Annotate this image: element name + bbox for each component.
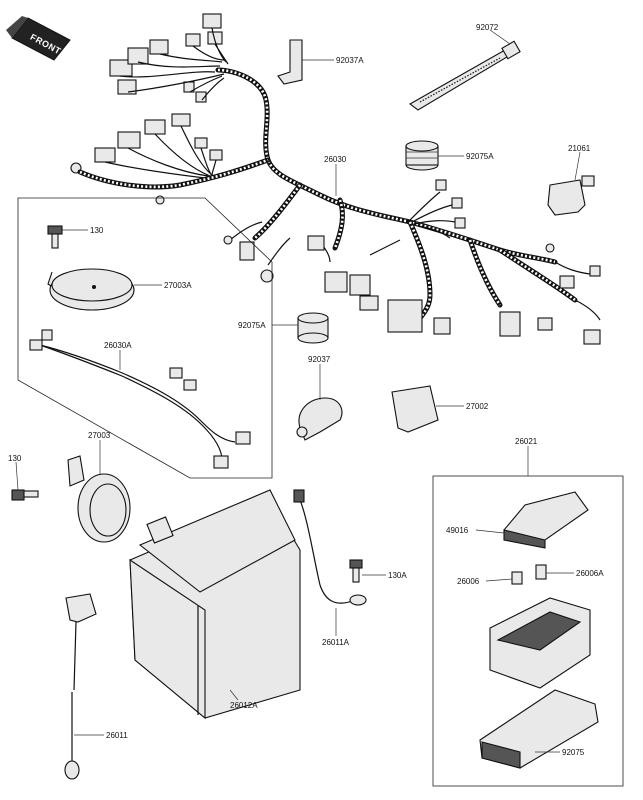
clamp-92037 [296,397,343,441]
battery-cable-26011A [293,489,367,606]
callout-label-92037A: 92037A [336,56,364,65]
fuse-box-26021 [489,597,591,689]
callout-26021: 26021 [515,437,538,476]
callout-26006A: 26006A [546,569,604,578]
callout-92075A-mid: 92075A [238,321,298,330]
connector-cluster-right [223,179,601,345]
callout-label-49016: 49016 [446,526,469,535]
callout-label-27003A: 27003A [164,281,192,290]
callout-label-26011: 26011 [106,731,128,740]
callout-49016: 49016 [446,526,505,535]
bolt-130-left [11,489,39,501]
grommet-92075A-top [405,140,439,171]
callout-label-27002: 27002 [466,402,489,411]
callout-26030: 26030 [324,155,347,196]
callout-label-130-left: 130 [8,454,22,463]
callout-27003A: 27003A [134,281,192,290]
callout-label-26030A: 26030A [104,341,132,350]
callout-label-27003: 27003 [88,431,111,440]
callout-26012A: 26012A [229,689,258,710]
horn-kit-frame [17,197,273,479]
horn-27003A [47,268,135,311]
grommet-92075A-mid [297,312,329,344]
callout-26011: 26011 [74,731,128,740]
callout-26030A: 26030A [104,341,132,370]
callout-130-left: 130 [8,454,22,491]
callout-label-26030: 26030 [324,155,347,164]
connector-cluster-top [109,13,229,103]
bolt-130A [349,559,363,583]
callout-label-92075A-mid: 92075A [238,321,266,330]
callout-label-26006: 26006 [457,577,480,586]
bolt-130-top [47,225,63,249]
callout-26011A: 26011A [322,608,350,647]
callout-label-130A: 130A [388,571,407,580]
callout-label-92075A-top: 92075A [466,152,494,161]
callout-92037: 92037 [308,355,331,400]
callout-label-21061: 21061 [568,144,591,153]
connector-cluster-middle [70,113,223,205]
callout-21061: 21061 [568,144,591,181]
callout-92075: 92075 [535,748,585,757]
relay-21061 [547,175,595,216]
main-wiring-harness [70,13,601,345]
callout-92037A: 92037A [302,56,364,65]
callout-27003: 27003 [88,431,111,474]
callout-130-top: 130 [62,226,104,235]
callout-92072: 92072 [476,23,511,45]
callout-label-130-top: 130 [90,226,104,235]
callout-label-26006A: 26006A [576,569,604,578]
fuse-26006 [511,571,523,585]
callout-27002: 27002 [436,402,489,411]
cable-tie-92072 [408,40,521,111]
front-direction-badge: FRONT [6,16,71,61]
callout-130A: 130A [362,571,407,580]
callout-92075A-top: 92075A [438,152,494,161]
fuse-26006A [535,564,547,580]
horn-27003 [67,455,131,543]
sub-harness-26030A [29,329,251,469]
fuse-box-cover-49016 [503,491,589,549]
battery-cable-26011 [64,593,97,780]
callout-label-92037: 92037 [308,355,331,364]
callout-label-92075: 92075 [562,748,585,757]
battery-26012A [129,489,301,720]
callout-label-26012A: 26012A [230,701,258,710]
clamp-92037A [277,39,303,85]
fuse-box-holder-92075 [479,689,599,769]
callout-label-26011A: 26011A [322,638,350,647]
callout-label-26021: 26021 [515,437,538,446]
relay-27002 [391,385,439,433]
callout-label-92072: 92072 [476,23,499,32]
callout-26006: 26006 [457,577,513,586]
